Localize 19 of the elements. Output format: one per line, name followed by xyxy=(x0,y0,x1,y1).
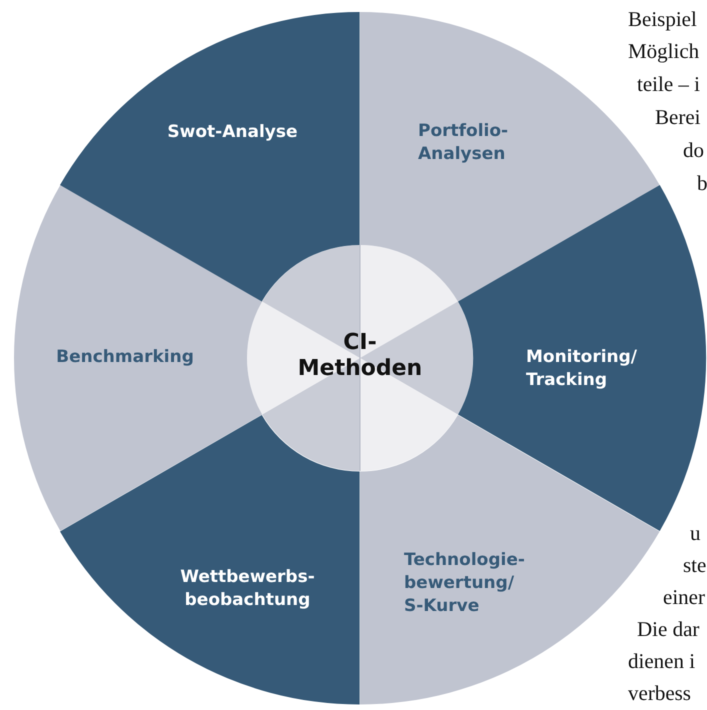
text-fragment: Beispiel xyxy=(628,7,697,32)
text-fragment: dienen i xyxy=(628,649,696,674)
center-label: CI- Methoden xyxy=(296,330,424,382)
text-fragment: Berei xyxy=(655,105,700,130)
text-fragment: verbess xyxy=(628,681,691,706)
text-fragment: do xyxy=(683,138,704,163)
text-fragment: Möglich xyxy=(628,39,700,64)
text-fragment: teile – i xyxy=(637,72,700,97)
segment-label: Benchmarking xyxy=(55,346,195,369)
segment-label: Wettbewerbs- beobachtung xyxy=(179,566,316,612)
segment-label: Monitoring/ Tracking xyxy=(526,346,638,392)
text-fragment: ste xyxy=(683,553,706,578)
segment-label: Technologie- bewertung/ S-Kurve xyxy=(404,549,526,618)
segment-label: Portfolio- Analysen xyxy=(418,120,510,166)
text-fragment: b xyxy=(697,171,707,196)
segment-label: Swot-Analyse xyxy=(166,121,299,144)
text-fragment: Die dar xyxy=(637,617,700,642)
text-fragment: u xyxy=(690,521,700,546)
text-fragment: einer xyxy=(663,585,705,610)
